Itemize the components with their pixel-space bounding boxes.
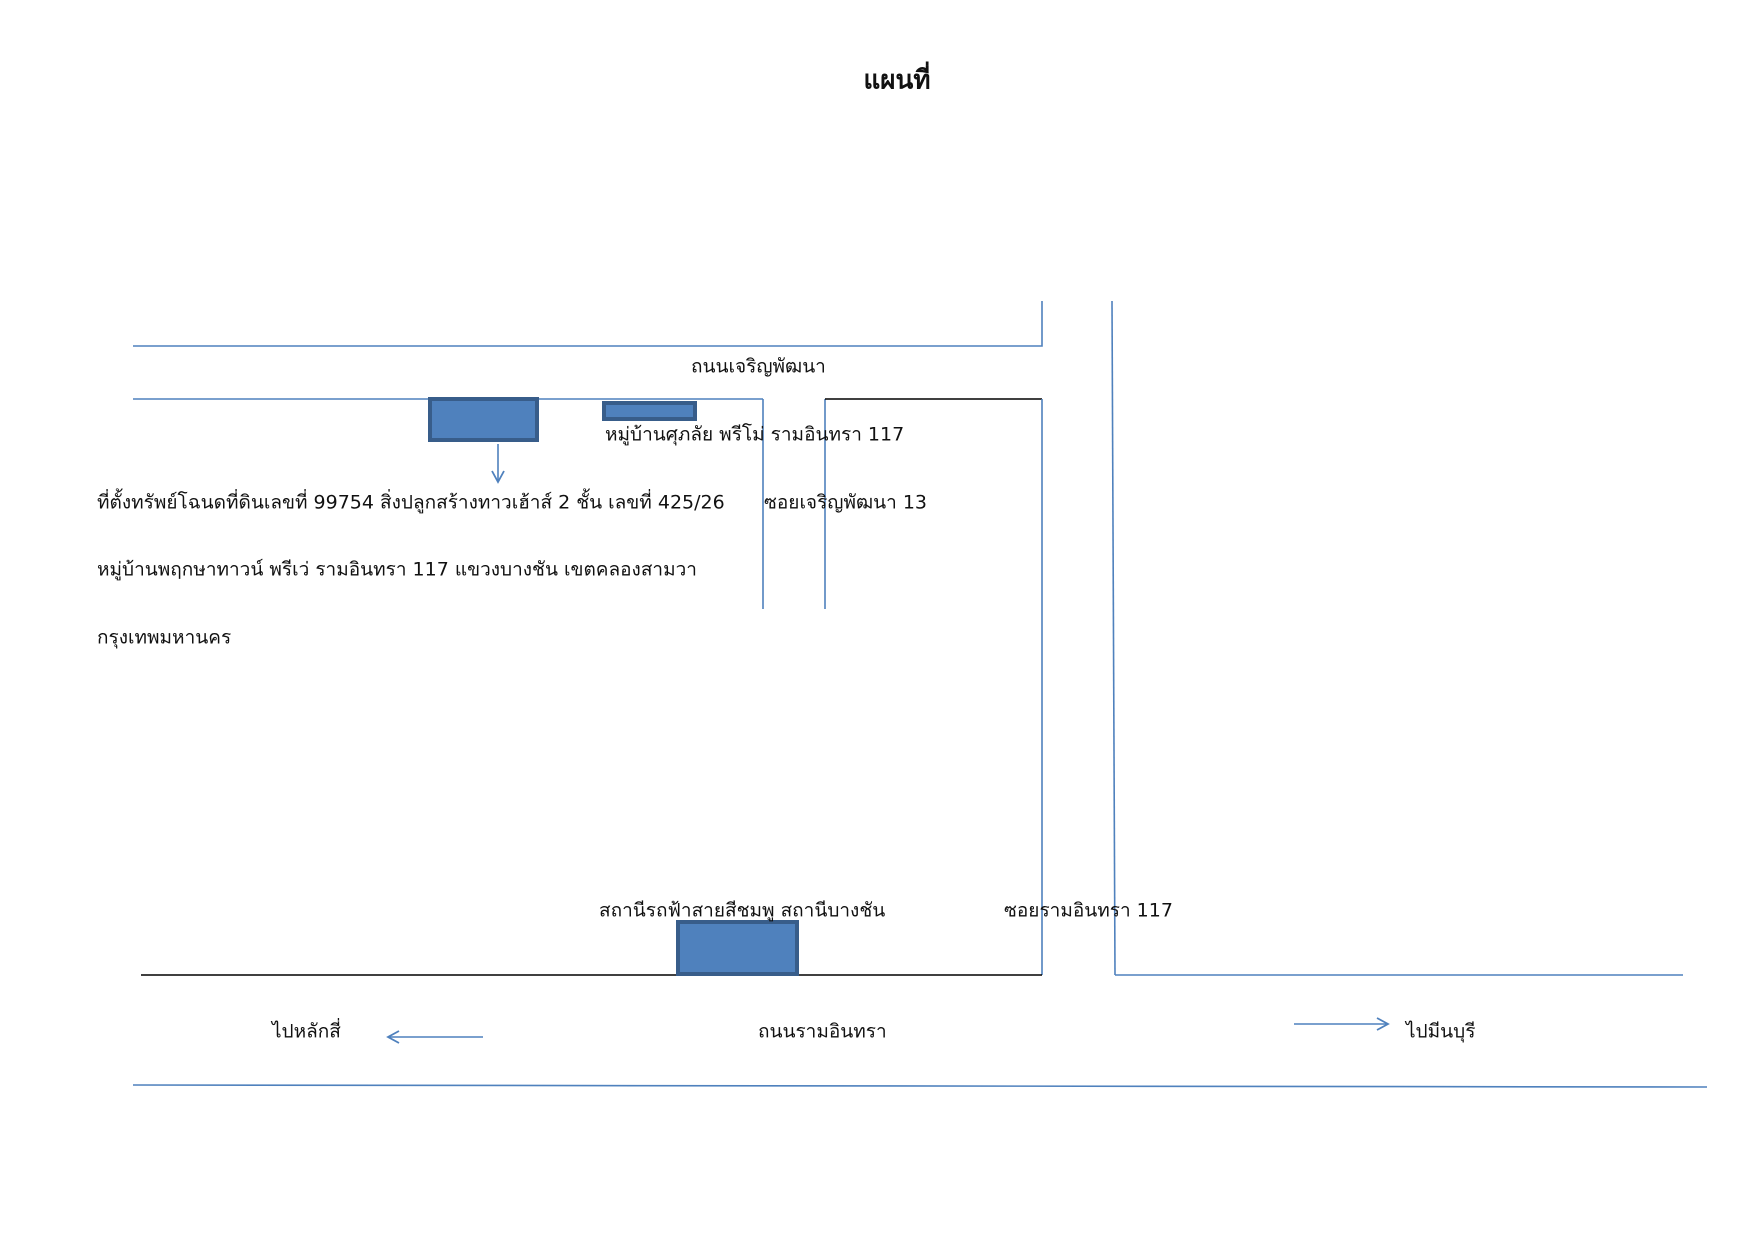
label-soi-charoen: ซอยเจริญพัฒนา 13 [764, 492, 927, 514]
station-marker [676, 920, 799, 976]
label-supalai-village: หมู่บ้านศุภลัย พรีโม่ รามอินทรา 117 [605, 423, 904, 447]
road-charoen-top-edge [133, 301, 1043, 347]
label-to-minburi: ไปมีนบุรี [1404, 1021, 1475, 1044]
label-property-line3: กรุงเทพมหานคร [97, 627, 231, 650]
label-property-line2: หมู่บ้านพฤกษาทาวน์ พรีเว่ รามอินทรา 117 … [97, 559, 697, 581]
road-ramintra-bottom-edge [132, 1084, 1708, 1088]
label-property-line1: ที่ตั้งทรัพย์โฉนดที่ดินเลขที่ 99754 สิ่ง… [97, 489, 725, 514]
label-station: สถานีรถฟ้าสายสีชมพู สถานีบางชัน [599, 900, 885, 922]
label-road-charoen: ถนนเจริญพัฒนา [691, 356, 826, 378]
map-title: แผนที่ [864, 61, 931, 96]
soi-ramintra-right-edge [1111, 300, 1116, 976]
supalai-village-marker [602, 401, 697, 421]
label-to-laksi: ไปหลักสี่ [270, 1018, 341, 1043]
label-soi-ramintra: ซอยรามอินทรา 117 [1004, 900, 1173, 922]
label-road-ramintra: ถนนรามอินทรา [758, 1021, 887, 1043]
property-marker [428, 397, 539, 442]
